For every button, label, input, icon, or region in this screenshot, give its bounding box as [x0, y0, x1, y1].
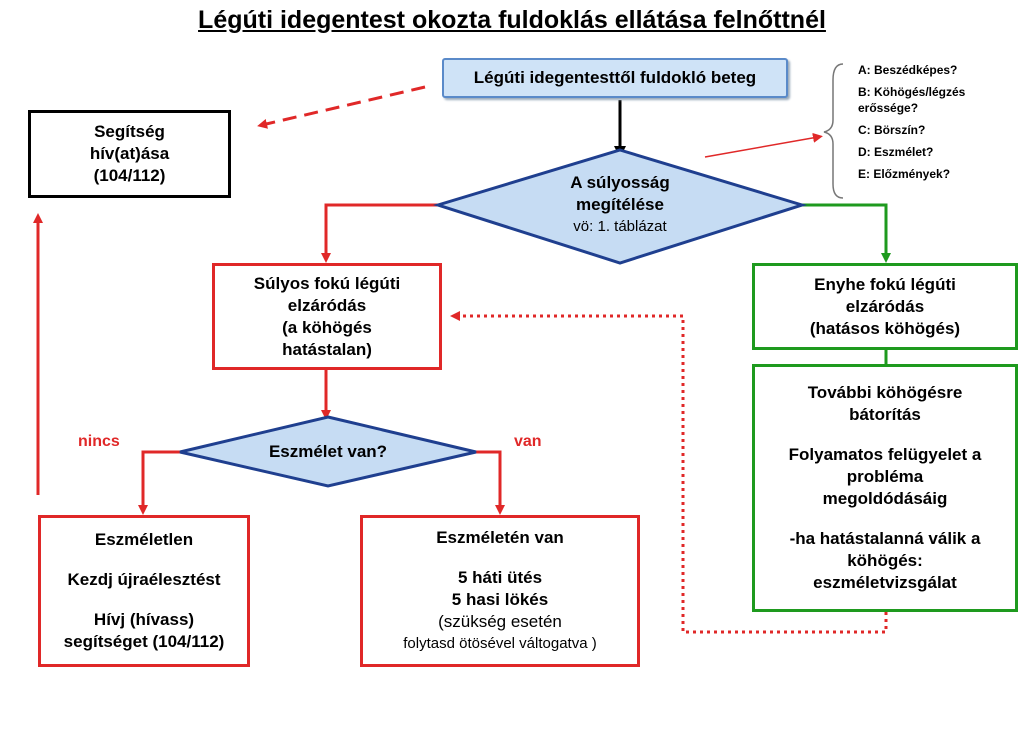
mild-care-line-8: eszméletvizsgálat: [813, 573, 957, 592]
severe-line-3: (a köhögés: [282, 317, 372, 337]
arrow-severity-to-severe: [321, 203, 440, 263]
mild-care-line-1: További köhögésre: [807, 383, 963, 402]
severe-line-4: hatástalan): [282, 339, 372, 359]
unconscious-line-4: segítséget (104/112): [63, 632, 225, 651]
start-text: Légúti idegentesttől fuldokló beteg: [473, 68, 757, 87]
severity-diamond: [432, 148, 808, 265]
question-d: D: Eszmélet?: [858, 145, 934, 159]
severe-obstruction-box: Súlyos fokú légúti elzáródás (a köhögés …: [212, 263, 442, 370]
mild-care-box: További köhögésre bátorítás Folyamatos f…: [752, 364, 1018, 612]
question-e: E: Előzmények?: [858, 167, 951, 181]
unconscious-box: Eszméletlen Kezdj újraélesztést Hívj (hí…: [38, 515, 250, 667]
conscious-box: Eszméletén van 5 háti ütés 5 hasi lökés …: [360, 515, 640, 667]
mild-line-2: elzáródás: [845, 296, 925, 316]
conscious-line-2: 5 háti ütés: [457, 568, 543, 587]
arrow-severity-to-mild: [800, 203, 891, 263]
mild-line-1: Enyhe fokú légúti: [814, 274, 956, 294]
severity-line-3: vö: 1. táblázat: [573, 218, 667, 235]
mild-care-line-2: bátorítás: [849, 405, 921, 424]
question-a: A: Beszédképes?: [858, 63, 958, 77]
unconscious-line-2: Kezdj újraélesztést: [67, 570, 221, 589]
call-help-line-1: Segítség: [94, 122, 165, 141]
questions-brace: [823, 63, 844, 199]
conscious-line-4: (szükség esetén: [438, 612, 562, 631]
severity-text: A súlyosság megítélése vö: 1. táblázat: [520, 172, 720, 238]
question-b: B: Köhögés/légzés erőssége?: [858, 85, 966, 115]
call-help-line-2: hív(at)ása: [89, 144, 170, 163]
call-help-box: Segítség hív(at)ása (104/112): [28, 110, 231, 198]
question-c: C: Börszín?: [858, 123, 926, 137]
severity-line-1: A súlyosság: [570, 173, 670, 192]
conscious-line-1: Eszméletén van: [436, 528, 564, 547]
conscious-line-5: folytasd ötösével váltogatva ): [403, 635, 597, 652]
unconscious-line-1: Eszméletlen: [94, 530, 194, 549]
severity-line-2: megítélése: [576, 195, 664, 214]
conscious-diamond: [179, 415, 477, 488]
arrow-to-unconscious: [138, 450, 180, 515]
conscious-question: Eszmélet van?: [268, 442, 388, 461]
arrow-dashed-to-help: [257, 85, 426, 129]
mild-care-line-4: probléma: [846, 467, 924, 486]
severe-line-1: Súlyos fokú légúti: [253, 273, 401, 293]
label-yes: van: [514, 433, 542, 450]
diagram-title: Légúti idegentest okozta fuldoklás ellát…: [198, 6, 826, 34]
conscious-line-3: 5 hasi lökés: [451, 590, 549, 609]
call-help-line-3: (104/112): [93, 166, 166, 185]
mild-care-line-5: megoldódásáig: [822, 489, 948, 508]
start-box: Légúti idegentesttől fuldokló beteg: [442, 58, 788, 98]
severe-line-2: elzáródás: [287, 295, 367, 315]
mild-care-line-6: -ha hatástalanná válik a: [789, 529, 981, 548]
questions-list: A: Beszédképes? B: Köhögés/légzés erőssé…: [858, 62, 978, 188]
mild-line-3: (hatásos köhögés): [809, 318, 961, 338]
mild-obstruction-box: Enyhe fokú légúti elzáródás (hatásos köh…: [752, 263, 1018, 350]
unconscious-line-3: Hívj (hívass): [93, 610, 195, 629]
arrow-to-questions: [704, 132, 823, 158]
arrow-to-conscious: [476, 450, 505, 515]
mild-care-line-7: köhögés:: [847, 551, 923, 570]
mild-care-line-3: Folyamatos felügyelet a: [788, 445, 982, 464]
label-no: nincs: [78, 433, 120, 450]
